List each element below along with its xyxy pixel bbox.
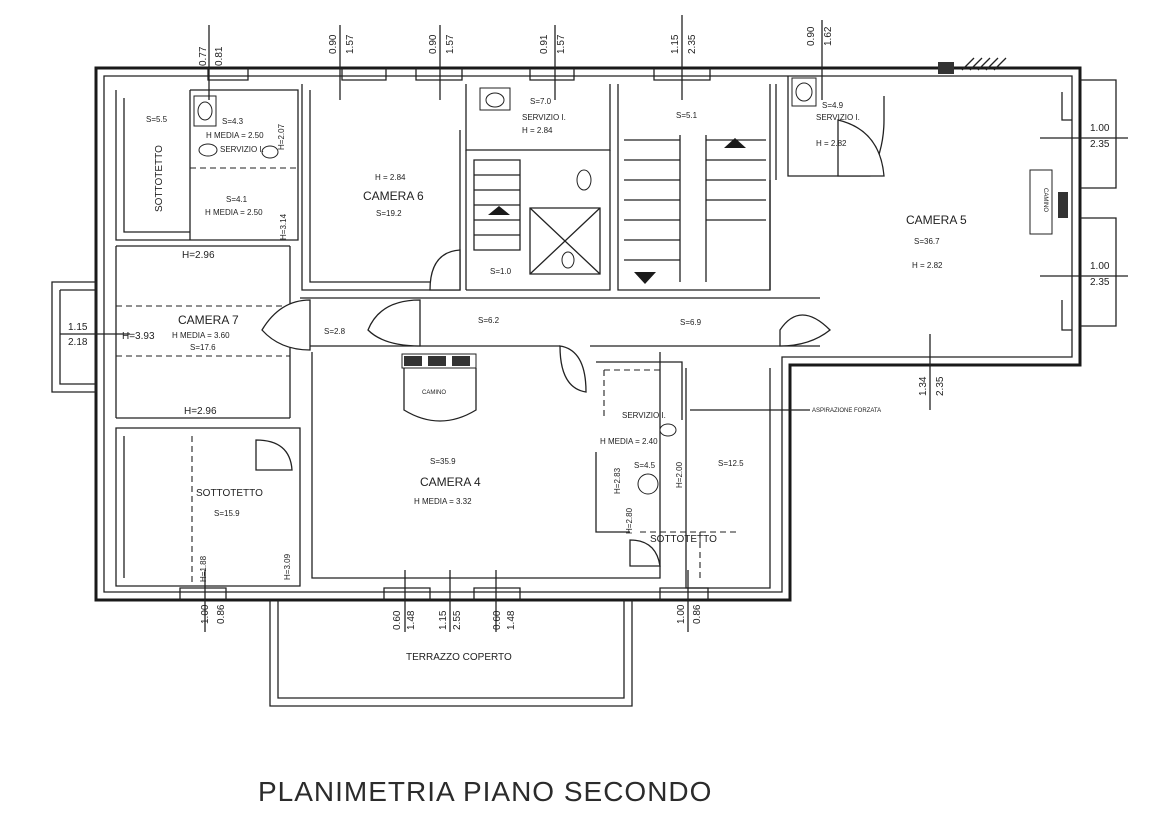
label-camera6-name: CAMERA 6 (363, 189, 424, 203)
label-disimpegno-nw-hmedia: H MEDIA = 2.50 (205, 208, 263, 217)
dim-top-3b: 1.57 (445, 34, 456, 54)
dim-top-6a: 0.90 (806, 26, 817, 46)
label-camera5-h: H = 2.82 (912, 261, 943, 270)
main-stairs (488, 135, 766, 284)
dim-bottom-4a: 0.60 (492, 610, 503, 630)
room-labels: S=5.5 SOTTOTETTO S=4.3 H MEDIA = 2.50 SE… (122, 97, 1048, 663)
plan-title: PLANIMETRIA PIANO SECONDO (258, 776, 713, 807)
label-sottotetto-se: SOTTOTETTO (650, 534, 717, 545)
label-servizio-s-name: SERVIZIO I. (622, 411, 666, 420)
dim-top-2b: 1.57 (345, 34, 356, 54)
label-camera5-name: CAMERA 5 (906, 213, 967, 227)
dim-bottom-1b: 0.86 (216, 604, 227, 624)
dim-east-bottom-b: 2.35 (935, 376, 946, 396)
label-disimpegno-nw-h: H=3.14 (279, 213, 288, 240)
label-sottotetto-se-area: S=12.5 (718, 459, 744, 468)
dim-top-5a: 1.15 (670, 34, 681, 54)
label-corridor-w-h: H=2.96 (182, 250, 215, 261)
dim-top-5b: 2.35 (687, 34, 698, 54)
label-sottotetto-sw-h1: H=1.88 (199, 555, 208, 582)
dim-top-1b: 0.81 (214, 46, 225, 66)
label-bagno-nw-hmedia: H MEDIA = 2.50 (206, 131, 264, 140)
label-sottotetto-sw-h2: H=3.09 (283, 553, 292, 580)
label-servizio-n-h: H = 2.84 (522, 126, 553, 135)
label-servizio-s-area: S=4.5 (634, 461, 656, 470)
label-servizio-s-h2: H=2.00 (675, 461, 684, 488)
label-bagno-ne-name: SERVIZIO I. (816, 113, 860, 122)
label-servizio-n-name: SERVIZIO I. (522, 113, 566, 122)
dim-bottom-5b: 0.86 (692, 604, 703, 624)
label-bagno-nw-area: S=4.3 (222, 117, 244, 126)
label-servizio-s-h1: H=2.83 (613, 467, 622, 494)
label-corr-b-area: S=6.2 (478, 316, 500, 325)
label-corr-a-area: S=2.8 (324, 327, 346, 336)
label-servizio-n-area: S=7.0 (530, 97, 552, 106)
label-camera7-h-bottom: H=2.96 (184, 406, 217, 417)
label-camera4-hmedia: H MEDIA = 3.32 (414, 497, 472, 506)
label-camera7-area: S=17.6 (190, 343, 216, 352)
dim-top-2a: 0.90 (328, 34, 339, 54)
dim-bottom-4b: 1.48 (506, 610, 517, 630)
outer-walls (51, 66, 1117, 707)
dim-bottom-2b: 1.48 (406, 610, 417, 630)
label-camino-s: CAMINO (422, 390, 446, 396)
label-camera7-h: H=3.93 (122, 331, 155, 342)
label-bagno-ne-h: H = 2.82 (816, 139, 847, 148)
dim-top-1a: 0.77 (198, 46, 209, 66)
label-sottotetto-nw: SOTTOTETTO (154, 145, 165, 212)
label-camera6-h: H = 2.84 (375, 173, 406, 182)
doors (255, 119, 885, 567)
dimension-lines (60, 15, 1128, 632)
label-bagno-nw-name: SERVIZIO I. (220, 145, 264, 154)
fixtures (193, 77, 817, 495)
label-camera6-area: S=19.2 (376, 209, 402, 218)
dim-west-b: 2.18 (68, 337, 88, 348)
label-camera4-name: CAMERA 4 (420, 475, 481, 489)
dim-east-upper-b: 2.35 (1090, 139, 1110, 150)
label-bagno-ne-area: S=4.9 (822, 101, 844, 110)
dim-east-bottom-a: 1.34 (918, 376, 929, 396)
interior-walls (115, 57, 1068, 589)
label-camera5-area: S=36.7 (914, 237, 940, 246)
dim-top-4b: 1.57 (556, 34, 567, 54)
label-stair-small-area: S=1.0 (490, 267, 512, 276)
label-bagno-nw-h: H=2.07 (277, 123, 286, 150)
dim-west-a: 1.15 (68, 322, 88, 333)
dim-top-3a: 0.90 (428, 34, 439, 54)
dim-east-lower-a: 1.00 (1090, 261, 1110, 272)
dim-east-lower-b: 2.35 (1090, 277, 1110, 288)
label-camino-e: CAMINO (1042, 188, 1048, 212)
label-stair-area: S=5.1 (676, 111, 698, 120)
label-disimpegno-nw-area: S=4.1 (226, 195, 248, 204)
dim-bottom-5a: 1.00 (676, 604, 687, 624)
label-servizio-s-h3: H=2.80 (625, 507, 634, 534)
label-sottotetto-sw-area: S=15.9 (214, 509, 240, 518)
label-corr-c-area: S=6.9 (680, 318, 702, 327)
dim-bottom-2a: 0.60 (392, 610, 403, 630)
dim-bottom-3a: 1.15 (438, 610, 449, 630)
label-camera4-area: S=35.9 (430, 457, 456, 466)
label-aspirazione: ASPIRAZIONE FORZATA (812, 408, 881, 414)
windows (179, 68, 1072, 600)
dim-top-4a: 0.91 (539, 34, 550, 54)
dim-east-upper-a: 1.00 (1090, 123, 1110, 134)
label-sottotetto-nw-area: S=5.5 (146, 115, 168, 124)
label-servizio-s-hmedia: H MEDIA = 2.40 (600, 437, 658, 446)
dim-bottom-3b: 2.55 (452, 610, 463, 630)
label-terrazzo: TERRAZZO COPERTO (406, 652, 512, 663)
dim-top-6b: 1.62 (823, 26, 834, 46)
label-camera7-name: CAMERA 7 (178, 313, 239, 327)
dim-bottom-1a: 1.00 (200, 604, 211, 624)
dimension-labels: 0.77 0.81 0.90 1.57 0.90 1.57 0.91 1.57 … (68, 26, 1110, 630)
label-camera7-hmedia: H MEDIA = 3.60 (172, 331, 230, 340)
label-sottotetto-sw: SOTTOTETTO (196, 488, 263, 499)
